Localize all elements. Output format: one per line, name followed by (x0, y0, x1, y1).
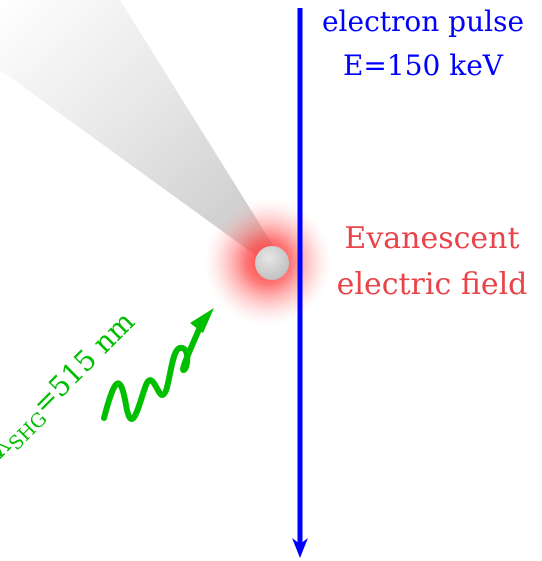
field-label-line2: electric field (336, 267, 528, 302)
electron-pulse-label: electron pulse (321, 5, 525, 38)
electron-energy-label: E=150 keV (342, 49, 503, 82)
tip-cone (0, 0, 276, 260)
nanotip-icon (255, 246, 289, 280)
field-label-line1: Evanescent (344, 221, 520, 256)
wavy-arrow-icon (101, 308, 214, 422)
down-arrow-icon (292, 538, 308, 558)
